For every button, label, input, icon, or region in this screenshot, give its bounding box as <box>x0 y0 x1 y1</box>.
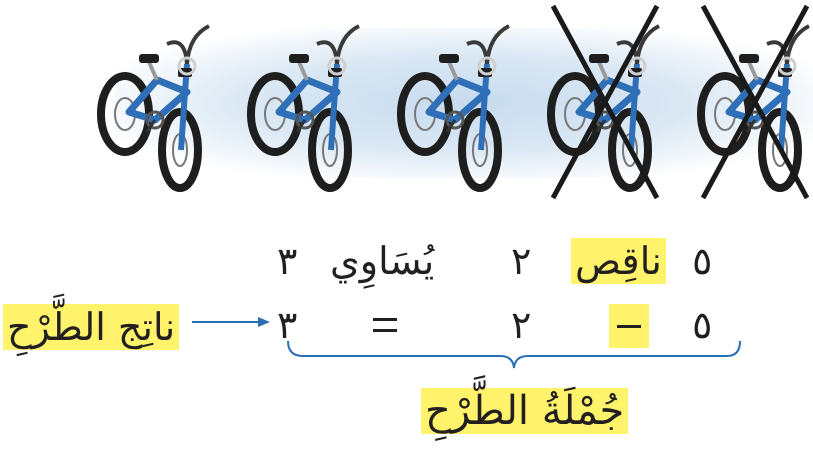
equals-sign-bottom <box>373 329 397 332</box>
sentence-minus-word: ناقِص <box>571 238 666 284</box>
arrow-to-difference <box>192 317 270 327</box>
bicycle-5-crossed <box>695 4 813 200</box>
difference-label: ناتِج الطَّرْحِ <box>3 304 180 350</box>
bicycle-1 <box>95 4 217 200</box>
equals-sign-top <box>373 318 397 321</box>
equation-two: ٢ <box>511 303 532 347</box>
subtraction-sentence-label: جُمْلَةُ الطَّرْحِ <box>421 388 629 434</box>
equation-five: ٥ <box>692 303 713 347</box>
sentence-five: ٥ <box>692 239 713 283</box>
bicycle-illustration <box>95 0 813 205</box>
bicycle-4-crossed <box>545 4 667 200</box>
sentence-three: ٣ <box>277 239 298 283</box>
bicycle-2 <box>245 4 367 200</box>
sentence-two: ٢ <box>511 239 532 283</box>
minus-sign <box>617 325 641 328</box>
equation-three: ٣ <box>277 303 298 347</box>
sentence-equals-word: يُسَاوِي <box>330 239 435 283</box>
bicycle-3 <box>395 4 517 200</box>
